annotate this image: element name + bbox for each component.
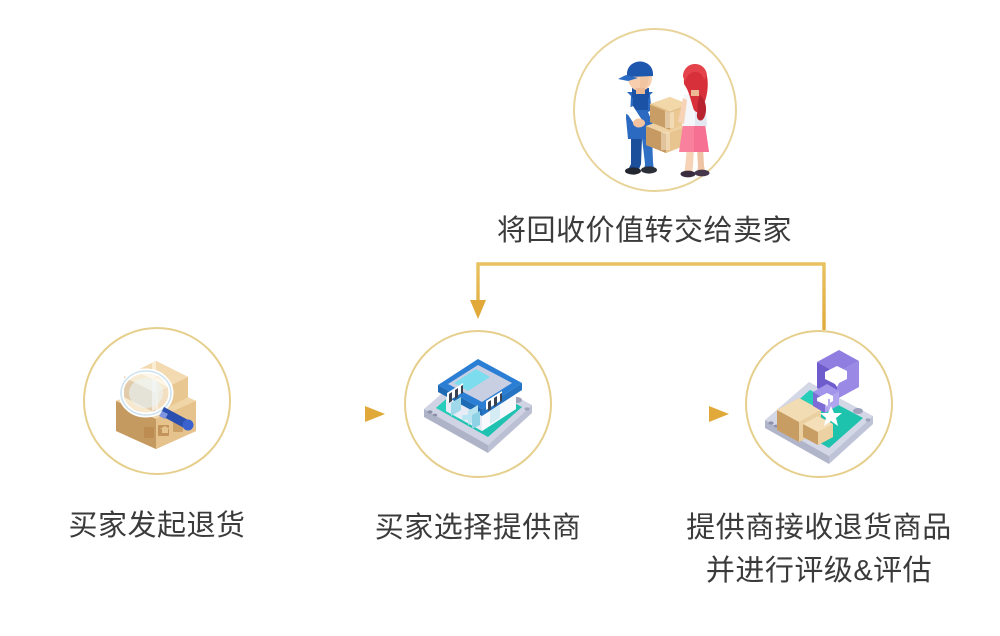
package-magnifier-icon bbox=[83, 327, 231, 475]
storefront-phone-icon bbox=[404, 330, 552, 478]
node-provider-receive-label-line1: 提供商接收退货商品 bbox=[686, 512, 952, 544]
connector-label-handover: 将回收价值转交给卖家 bbox=[497, 215, 793, 247]
arrow-1 bbox=[237, 406, 385, 422]
boxes-review-phone-icon bbox=[745, 330, 893, 478]
node-provider-receive-label-line2: 并进行评级&评估 bbox=[705, 555, 933, 587]
arrow-3-bracket bbox=[470, 262, 826, 330]
node-choose-provider-label: 买家选择提供商 bbox=[374, 512, 582, 544]
node-handover-ring bbox=[573, 28, 737, 192]
arrow-2 bbox=[581, 406, 729, 422]
node-buyer-return-label: 买家发起退货 bbox=[68, 510, 246, 542]
courier-handover-icon bbox=[573, 28, 737, 192]
